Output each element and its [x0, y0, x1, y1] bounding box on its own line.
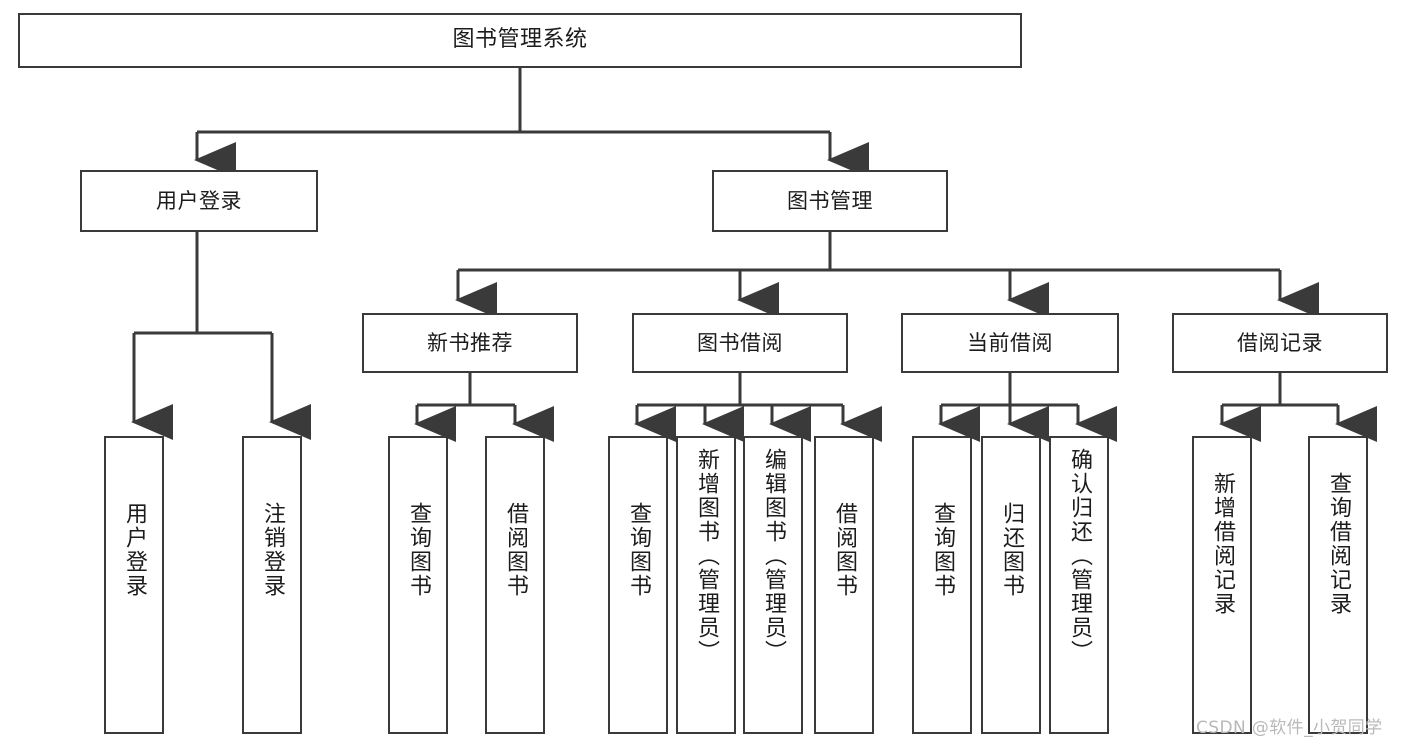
leaf-recommend-query-book[interactable]: 查询图书: [388, 436, 448, 734]
node-label: 新增借阅记录: [1210, 472, 1235, 616]
node-label: 用户登录: [122, 502, 147, 598]
node-current-borrow[interactable]: 当前借阅: [901, 313, 1119, 373]
leaf-borrow-borrow-book[interactable]: 借阅图书: [814, 436, 874, 734]
node-book-borrow[interactable]: 图书借阅: [632, 313, 848, 373]
leaf-record-add-record[interactable]: 新增借阅记录: [1192, 436, 1252, 734]
node-new-book-recommend[interactable]: 新书推荐: [362, 313, 578, 373]
node-label: 当前借阅: [967, 330, 1053, 355]
node-borrow-record[interactable]: 借阅记录: [1172, 313, 1388, 373]
node-label: 查询借阅记录: [1326, 472, 1351, 616]
leaf-record-query-record[interactable]: 查询借阅记录: [1308, 436, 1368, 734]
node-user-login[interactable]: 用户登录: [80, 170, 318, 232]
node-label: 图书管理系统: [452, 27, 588, 53]
node-label: 查询图书: [930, 502, 955, 598]
node-label: 新增图书（管理员）: [694, 448, 719, 664]
node-label: 图书借阅: [697, 330, 783, 355]
csdn-watermark: CSDN @软件_小贺同学: [1196, 718, 1383, 738]
node-label: 查询图书: [626, 502, 651, 598]
leaf-current-return-book[interactable]: 归还图书: [981, 436, 1041, 734]
node-label: 图书管理: [787, 188, 873, 213]
leaf-borrow-add-book-admin[interactable]: 新增图书（管理员）: [676, 436, 736, 734]
node-label: 编辑图书（管理员）: [761, 448, 786, 664]
node-label: 注销登录: [260, 502, 285, 598]
node-label: 借阅图书: [832, 502, 857, 598]
leaf-borrow-edit-book-admin[interactable]: 编辑图书（管理员）: [743, 436, 803, 734]
leaf-current-confirm-return-admin[interactable]: 确认归还（管理员）: [1049, 436, 1109, 734]
node-root-system[interactable]: 图书管理系统: [18, 13, 1022, 68]
node-label: 借阅图书: [503, 502, 528, 598]
node-label: 查询图书: [406, 502, 431, 598]
node-book-management[interactable]: 图书管理: [712, 170, 948, 232]
leaf-recommend-borrow-book[interactable]: 借阅图书: [485, 436, 545, 734]
leaf-user-login-signin[interactable]: 用户登录: [104, 436, 164, 734]
leaf-current-query-book[interactable]: 查询图书: [912, 436, 972, 734]
node-label: 归还图书: [999, 502, 1024, 598]
node-label: 确认归还（管理员）: [1067, 448, 1092, 664]
node-label: 借阅记录: [1237, 330, 1323, 355]
node-label: 新书推荐: [427, 330, 513, 355]
node-label: 用户登录: [156, 188, 242, 213]
leaf-user-login-signout[interactable]: 注销登录: [242, 436, 302, 734]
leaf-borrow-query-book[interactable]: 查询图书: [608, 436, 668, 734]
